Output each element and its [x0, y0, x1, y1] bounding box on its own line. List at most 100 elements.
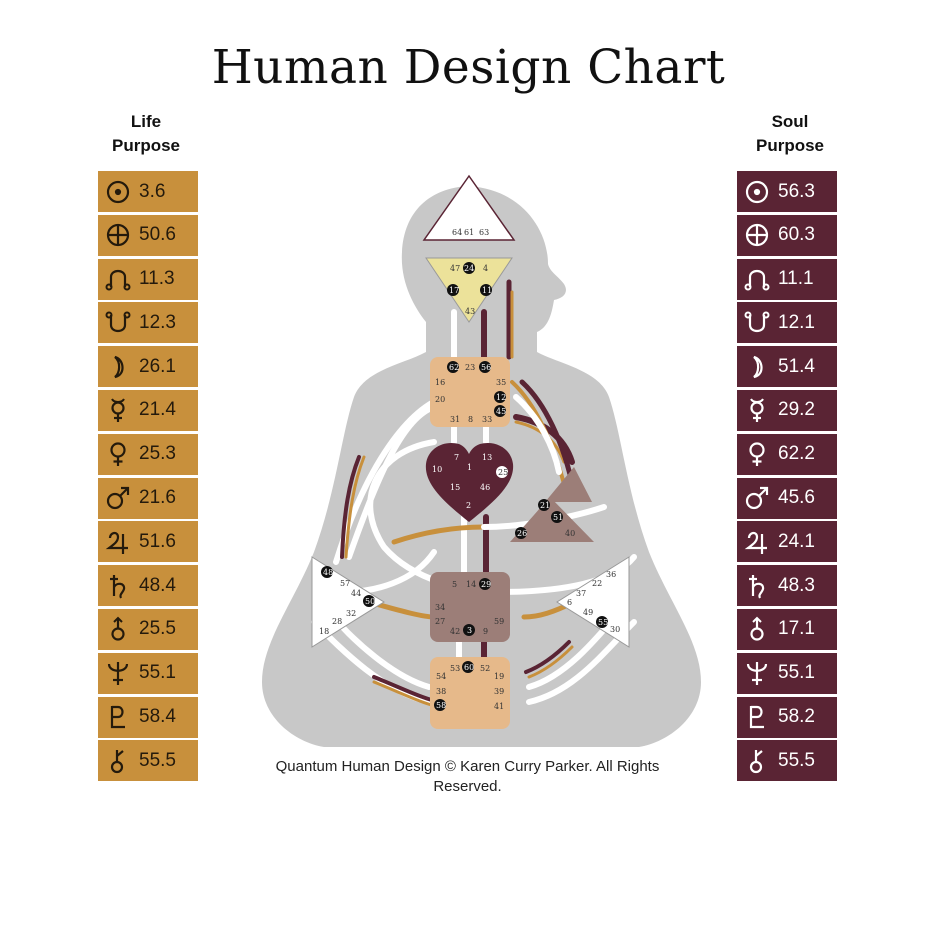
jupiter-icon: [743, 528, 771, 556]
venus-icon: [743, 440, 771, 468]
soul-purpose-value: 11.1: [778, 268, 814, 290]
gate-label: 23: [465, 363, 475, 372]
gate-label: 50: [365, 597, 375, 606]
gate-label: 3: [467, 626, 472, 635]
gate-marker: [479, 578, 491, 590]
gate-marker: [515, 527, 527, 539]
gate-marker: [434, 699, 446, 711]
south-node-icon: [104, 309, 132, 337]
gate-label: 7: [454, 453, 459, 462]
gate-label: 8: [468, 415, 473, 424]
gate-label: 20: [435, 395, 445, 404]
sun-icon: [104, 178, 132, 206]
north-node-icon: [743, 265, 771, 293]
mars-icon: [104, 484, 132, 512]
gate-label: 64: [452, 228, 462, 237]
gate-labels: 64 61 63 47 24 4 17 11 43 62 23 56 16 35…: [319, 228, 620, 711]
sun-icon: [743, 178, 771, 206]
saturn-icon: [104, 572, 132, 600]
solar-plexus-center: [556, 556, 630, 648]
gate-marker: [463, 624, 475, 636]
soul-purpose-row: 24.1: [737, 521, 837, 563]
gate-marker: [494, 405, 506, 417]
life-purpose-row: 12.3: [98, 302, 198, 344]
mercury-icon: [743, 396, 771, 424]
gate-label: 15: [450, 483, 460, 492]
gate-label: 14: [466, 580, 476, 589]
mercury-icon: [104, 396, 132, 424]
sacral-center: [430, 572, 510, 642]
life-purpose-value: 21.6: [139, 487, 176, 509]
life-purpose-value: 3.6: [139, 180, 166, 202]
gate-label: 44: [351, 589, 361, 598]
venus-icon: [104, 440, 132, 468]
soul-purpose-value: 12.1: [778, 311, 815, 333]
gate-label: 30: [610, 625, 620, 634]
life-purpose-row: 55.5: [98, 740, 198, 782]
gate-label: 63: [479, 228, 489, 237]
gate-label: 11: [482, 286, 492, 295]
life-purpose-row: 25.5: [98, 608, 198, 650]
gate-label: 49: [583, 608, 593, 617]
gate-label: 62: [449, 363, 459, 372]
gate-label: 59: [494, 617, 504, 626]
life-purpose-row: 50.6: [98, 214, 198, 256]
gate-marker: [480, 284, 492, 296]
life-purpose-row: 21.6: [98, 477, 198, 519]
gate-label: 46: [480, 483, 490, 492]
gate-label: 29: [481, 580, 491, 589]
neptune-icon: [104, 659, 132, 687]
life-purpose-value: 58.4: [139, 706, 176, 728]
bodygraph-diagram: 64 61 63 47 24 4 17 11 43 62 23 56 16 35…: [262, 174, 701, 747]
life-purpose-row: 21.4: [98, 389, 198, 431]
soul-purpose-value: 45.6: [778, 487, 815, 509]
uranus-icon: [743, 615, 771, 643]
gate-label: 17: [449, 286, 459, 295]
life-purpose-value: 48.4: [139, 574, 176, 596]
gate-label: 39: [494, 687, 504, 696]
page-title: Human Design Chart: [211, 40, 726, 95]
gate-marker: [596, 616, 608, 628]
gate-label: 33: [482, 415, 492, 424]
soul-purpose-value: 62.2: [778, 443, 815, 465]
life-purpose-row: 25.3: [98, 433, 198, 475]
soul-purpose-row: 12.1: [737, 302, 837, 344]
gate-label: 60: [464, 663, 474, 672]
gate-label: 40: [565, 529, 575, 538]
life-purpose-header: Life Purpose: [91, 110, 201, 158]
gate-marker: [321, 566, 333, 578]
gate-label: 57: [340, 579, 350, 588]
channels: [311, 279, 637, 707]
life-purpose-value: 25.3: [139, 443, 176, 465]
gate-marker: [447, 361, 459, 373]
soul-purpose-value: 24.1: [778, 530, 815, 552]
copyright-caption: Quantum Human Design © Karen Curry Parke…: [240, 757, 695, 797]
gate-label: 6: [567, 598, 572, 607]
pluto-icon: [743, 703, 771, 731]
life-purpose-row: 55.1: [98, 652, 198, 694]
soul-purpose-header-line2: Purpose: [755, 136, 825, 155]
gate-label: 58: [436, 701, 446, 710]
head-center: [422, 174, 516, 241]
life-purpose-value: 11.3: [139, 268, 175, 290]
gate-label: 19: [494, 672, 504, 681]
soul-purpose-header: Soul Purpose: [735, 110, 845, 158]
gate-marker: [551, 511, 563, 523]
gate-label: 4: [483, 264, 488, 273]
root-center: [430, 657, 510, 729]
chiron-icon: [743, 747, 771, 775]
life-purpose-row: 3.6: [98, 171, 198, 212]
caption-line2: Reserved.: [433, 778, 502, 795]
soul-purpose-header-line1: Soul: [771, 112, 809, 131]
gate-label: 34: [435, 603, 445, 612]
gate-label: 28: [332, 617, 342, 626]
gate-label: 1: [467, 463, 472, 472]
soul-purpose-row: 56.3: [737, 171, 837, 212]
life-purpose-row: 58.4: [98, 696, 198, 738]
gate-label: 27: [435, 617, 445, 626]
gate-label: 53: [450, 664, 460, 673]
soul-purpose-value: 29.2: [778, 399, 815, 421]
soul-purpose-row: 55.5: [737, 740, 837, 782]
gate-label: 21: [540, 501, 550, 510]
